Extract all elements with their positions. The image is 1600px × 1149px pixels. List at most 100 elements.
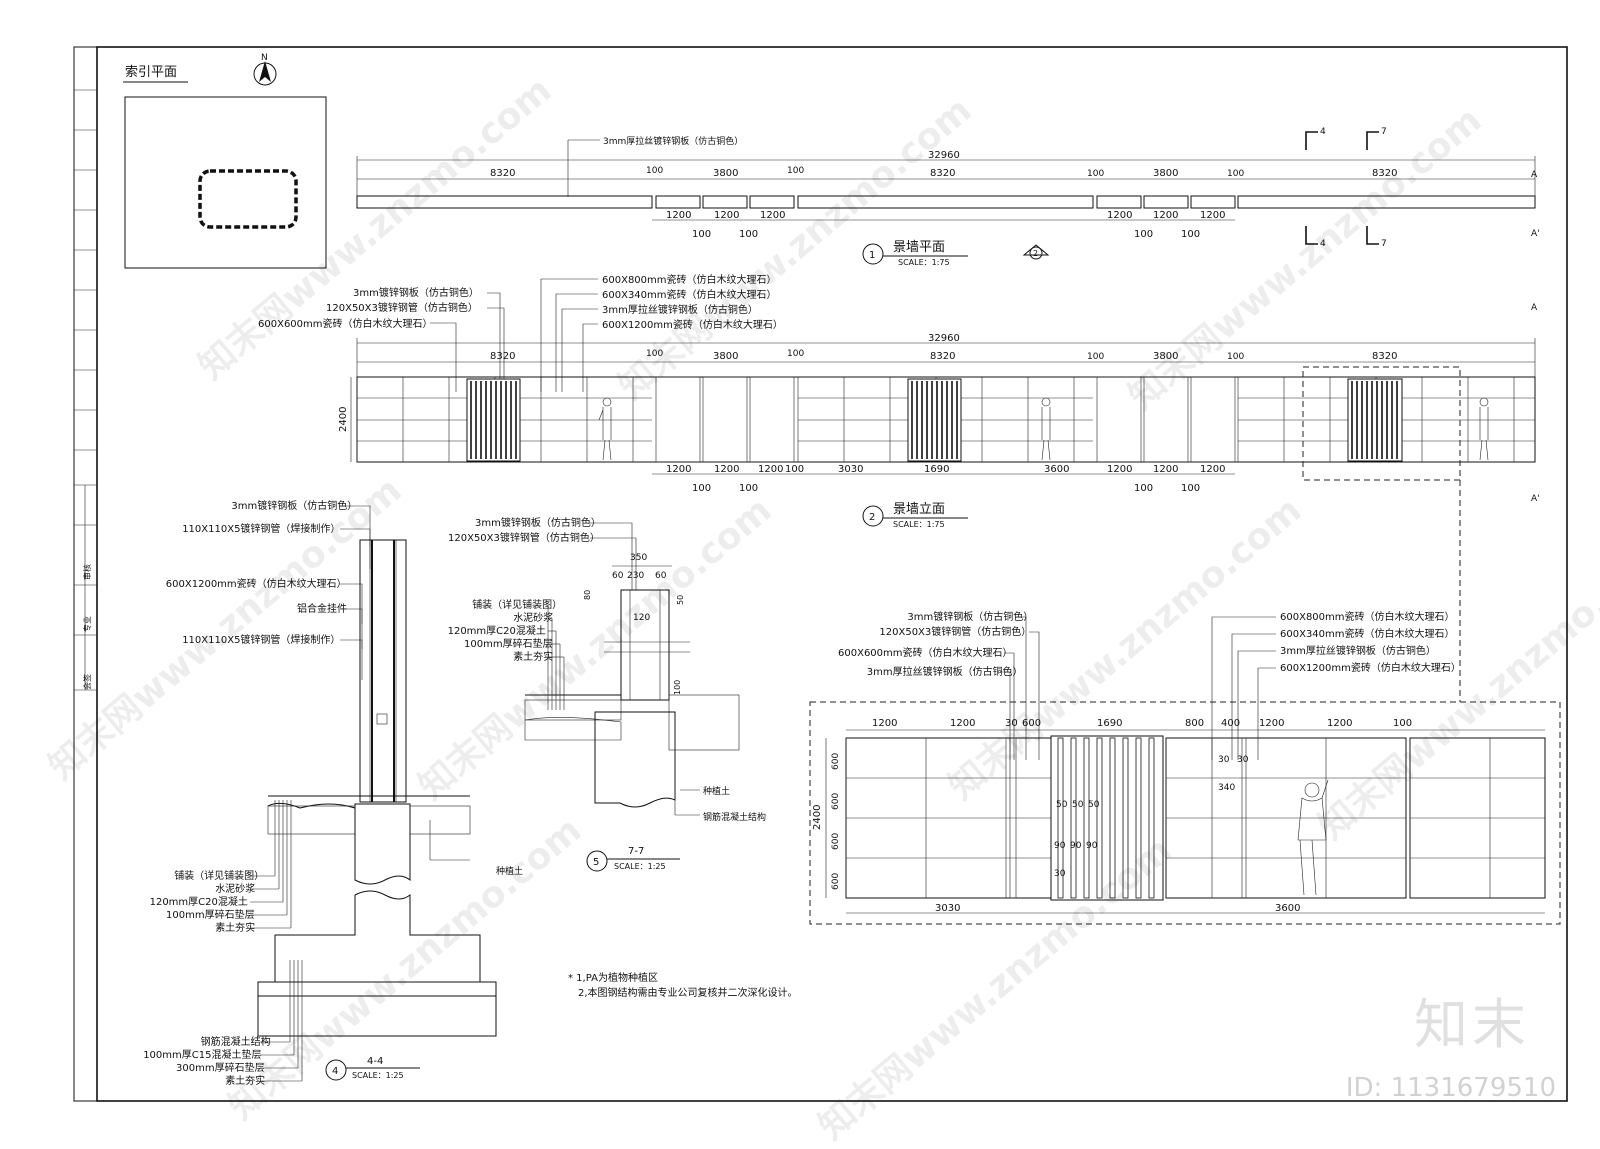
sec44-label: 600X1200mm瓷砖（仿白木纹大理石）: [166, 577, 347, 590]
detail-label: 600X800mm瓷砖（仿白木纹大理石）: [1280, 610, 1455, 623]
svg-text:120: 120: [633, 613, 650, 623]
plan-sub: 1200: [1153, 210, 1178, 221]
plan-seg: 3800: [1153, 168, 1178, 179]
svg-text:钢筋混凝土结构: 钢筋混凝土结构: [703, 811, 766, 823]
sec77-label: 120mm厚C20混凝土: [448, 624, 546, 637]
elev-total: 32960: [928, 333, 960, 344]
detail-dim: 1690: [1097, 718, 1122, 729]
elev-label: 600X340mm瓷砖（仿白木纹大理石）: [602, 288, 777, 301]
person-figure-icon: [1479, 397, 1489, 461]
svg-text:SCALE：1:75: SCALE：1:75: [893, 520, 945, 529]
elev-label: 600X1200mm瓷砖（仿白木纹大理石）: [602, 318, 783, 331]
index-plan-title: 索引平面: [125, 65, 177, 80]
svg-text:1200: 1200: [714, 464, 739, 475]
detail-dim: 90: [1086, 841, 1098, 851]
detail-dim: 90: [1070, 841, 1082, 851]
detail-dim: 50: [1088, 800, 1100, 810]
svg-text:3800: 3800: [713, 351, 738, 362]
elevation-view: 3mm镀锌钢板（仿古铜色） 120X50X3镀锌钢管（仿古铜色） 600X600…: [258, 273, 1540, 702]
plan-seg: 8320: [930, 168, 955, 179]
svg-text:8320: 8320: [1372, 351, 1397, 362]
sec-mark: 4: [1320, 239, 1326, 249]
tb-major: 专业: [82, 616, 92, 632]
drawing-sheet: 会签 专业 审核 索引平面 N 3mm厚拉丝镀锌钢板（仿古铜色） 32960 8…: [41, 46, 1600, 1148]
svg-text:1690: 1690: [924, 464, 949, 475]
svg-text:100: 100: [1181, 483, 1200, 494]
sec44-label: 水泥砂浆: [215, 882, 255, 895]
detail-callout: [1302, 366, 1461, 481]
sec44-label: 3mm镀锌钢板（仿古铜色）: [231, 499, 357, 512]
sec77-label: 水泥砂浆: [513, 611, 553, 624]
svg-text:60: 60: [655, 571, 667, 581]
axis-mark: A: [1531, 170, 1538, 180]
title-strip-cells: [74, 89, 97, 691]
plan-sub2: 100: [739, 229, 758, 240]
sec77-title: 7-7: [628, 846, 644, 857]
svg-text:种植土: 种植土: [703, 785, 730, 797]
title-strip: [73, 46, 98, 1102]
detail-dim: 1200: [872, 718, 897, 729]
plan-sub2: 100: [1134, 229, 1153, 240]
detail-dim: 30: [1005, 718, 1018, 729]
detail-label: 3mm厚拉丝镀锌钢板（仿古铜色）: [867, 665, 1023, 678]
plan-seg: 3800: [713, 168, 738, 179]
detail-dim: 100: [1393, 718, 1412, 729]
detail-dim: 400: [1221, 718, 1240, 729]
index-plan-highlight: [198, 169, 298, 229]
sec44-label: 铺装（详见铺装图）: [174, 869, 264, 882]
plan-scale: SCALE：1:75: [898, 258, 950, 267]
sec77-label: 100mm厚碎石垫层: [464, 637, 553, 650]
svg-text:5: 5: [593, 857, 599, 868]
plan-seg: 100: [1087, 169, 1104, 179]
svg-text:A: A: [1531, 303, 1538, 313]
plan-seg: 100: [646, 166, 663, 176]
svg-text:SCALE：1:25: SCALE：1:25: [614, 862, 666, 871]
plan-sub: 1200: [1107, 210, 1132, 221]
svg-text:350: 350: [630, 553, 647, 563]
svg-text:100: 100: [739, 483, 758, 494]
enlarged-elevation: 3mm镀锌钢板（仿古铜色） 120X50X3镀锌钢管（仿古铜色） 600X600mm…: [809, 610, 1561, 925]
sec-mark: 7: [1381, 239, 1387, 249]
plan-view: 3mm厚拉丝镀锌钢板（仿古铜色） 32960 8320 100 3800 100…: [356, 127, 1540, 267]
plan-seg: 8320: [490, 168, 515, 179]
tb-sign: 会签: [82, 674, 92, 690]
detail-dim: 1200: [950, 718, 975, 729]
north-arrow-icon: N: [253, 53, 277, 86]
detail-label: 600X600mm瓷砖（仿白木纹大理石）: [838, 646, 1013, 659]
svg-text:1200: 1200: [666, 464, 691, 475]
detail-label: 600X340mm瓷砖（仿白木纹大理石）: [1280, 627, 1455, 640]
axis-mark: A': [1531, 229, 1540, 239]
detail-dim: 600: [831, 833, 841, 850]
person-figure-icon: [1297, 779, 1329, 896]
cad-drawing: 会签 专业 审核 索引平面 N 3mm厚拉丝镀锌钢板（仿古铜色） 32960 8…: [73, 46, 1568, 1102]
svg-text:2: 2: [869, 512, 875, 523]
sec44-label: 素土夯实: [225, 1074, 265, 1087]
detail-dim: 600: [831, 793, 841, 810]
detail-label: 3mm镀锌钢板（仿古铜色）: [907, 610, 1033, 623]
plan-num: 1: [869, 250, 875, 261]
section-4-4: 3mm镀锌钢板（仿古铜色） 110X110X5镀锌钢管（焊接制作） 600X1200…: [143, 499, 523, 1087]
elev-label: 600X600mm瓷砖（仿白木纹大理石）: [258, 317, 433, 330]
plan-sub: 1200: [666, 210, 691, 221]
elevation-ref-icon: 2: [1022, 244, 1050, 260]
north-label: N: [261, 53, 268, 63]
detail-dim: 600: [831, 873, 841, 890]
detail-label: 120X50X3镀锌钢管（仿古铜色）: [879, 625, 1031, 638]
svg-text:100: 100: [1134, 483, 1153, 494]
person-figure-icon: [598, 397, 612, 461]
svg-text:种植土: 种植土: [496, 865, 523, 877]
svg-text:100: 100: [787, 349, 804, 359]
note-2: 2,本图钢结构需由专业公司复核并二次深化设计。: [578, 986, 798, 999]
svg-text:4: 4: [332, 1066, 338, 1077]
sec44-label: 100mm厚C15混凝土垫层: [143, 1048, 261, 1061]
sec44-label: 110X110X5镀锌钢管（焊接制作）: [182, 633, 340, 646]
gate: [466, 378, 1403, 462]
svg-text:100: 100: [785, 464, 804, 475]
sec44-title: 4-4: [367, 1056, 383, 1067]
svg-text:230: 230: [627, 571, 644, 581]
sec77-label: 铺装（详见铺装图）: [472, 598, 562, 611]
svg-text:3mm镀锌钢板（仿古铜色）: 3mm镀锌钢板（仿古铜色）: [475, 516, 601, 529]
detail-dim: 90: [1054, 841, 1066, 851]
svg-text:3800: 3800: [1153, 351, 1178, 362]
elev-label: 3mm厚拉丝镀锌钢板（仿古铜色）: [602, 303, 758, 316]
